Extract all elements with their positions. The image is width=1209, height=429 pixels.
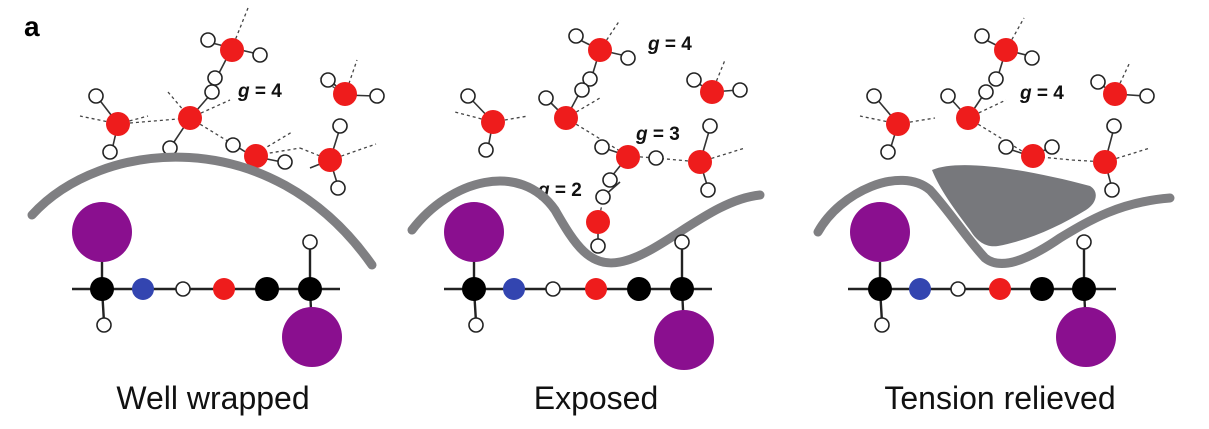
caption-tension-relieved: Tension relieved	[884, 380, 1115, 416]
water-network	[454, 19, 748, 254]
backbone	[444, 202, 714, 370]
g-label: g = 3	[635, 124, 680, 145]
backbone	[848, 202, 1116, 367]
wrapper-surface	[813, 176, 1175, 268]
panel-exposed: g = 4 g = 3 g = 2 Exposed	[407, 19, 765, 416]
panel-tension-relieved: g = 4 Tension relieved	[813, 17, 1175, 416]
g-label-value: = 4	[250, 81, 283, 102]
g-label-var: g	[237, 81, 250, 102]
water-network	[79, 7, 385, 196]
caption-well-wrapped: Well wrapped	[116, 380, 309, 416]
inserted-molecule	[932, 165, 1096, 247]
side-chain-top	[444, 202, 504, 262]
panel-letter: a	[24, 11, 40, 42]
side-chain-top	[72, 202, 132, 262]
water-network	[859, 17, 1155, 198]
side-chain-bottom	[1056, 307, 1116, 367]
g-label: g = 4	[647, 34, 692, 55]
g-label-value: = 4	[660, 34, 693, 55]
side-chain-bottom	[654, 310, 714, 370]
panel-well-wrapped: g = 4 Well wrapped	[27, 7, 385, 416]
wrapper-surface	[27, 152, 377, 270]
g-label-var: g	[647, 34, 660, 55]
g-label-value: = 2	[550, 180, 582, 201]
wrapper-surface	[407, 176, 765, 268]
caption-exposed: Exposed	[534, 380, 659, 416]
side-chain-top	[850, 202, 910, 262]
side-chain-bottom	[282, 307, 342, 367]
backbone	[72, 202, 342, 367]
g-label: g = 4	[1019, 83, 1064, 104]
g-label: g = 4	[237, 81, 282, 102]
g-label-value: = 4	[1032, 83, 1065, 104]
g-label-var: g	[635, 124, 648, 145]
g-label-value: = 3	[648, 124, 680, 145]
g-label-var: g	[1019, 83, 1032, 104]
